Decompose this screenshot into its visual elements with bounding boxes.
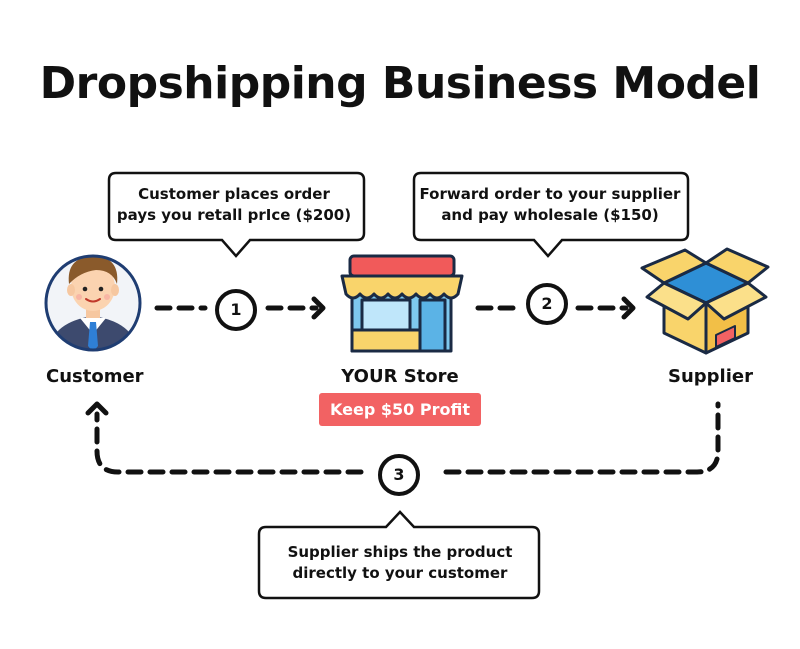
step-3-circle xyxy=(378,454,420,496)
connector-lines xyxy=(94,305,721,475)
step-2-number: 2 xyxy=(541,294,553,313)
customer-label: Customer xyxy=(46,366,144,387)
step-1-line-1: Customer places order xyxy=(138,185,330,203)
step-2-bubble-text: Forward order to your supplier and pay w… xyxy=(414,184,686,226)
store-label: YOUR Store xyxy=(341,366,459,387)
bubble-step-1-shape xyxy=(107,171,366,258)
step-1-circle xyxy=(215,289,257,331)
customer-avatar-icon xyxy=(44,254,142,352)
step-3-line-2: directly to your customer xyxy=(292,564,508,582)
arrowheads xyxy=(85,296,636,416)
storefront-icon xyxy=(340,254,464,353)
step-2-circle xyxy=(526,283,568,325)
supplier-label: Supplier xyxy=(668,366,753,387)
step-2-line-1: Forward order to your supplier xyxy=(419,185,681,203)
step-1-line-2: pays you retall prIce ($200) xyxy=(116,206,352,224)
step-1-number: 1 xyxy=(230,300,242,319)
page-title: Dropshipping Business Model xyxy=(39,58,761,109)
bubble-step-2-shape xyxy=(412,171,690,258)
step-2-line-2: and pay wholesale ($150) xyxy=(441,206,659,224)
step-3-bubble-text: Supplier ships the product directly to y… xyxy=(260,542,540,584)
bubble-step-3-shape xyxy=(257,510,541,600)
open-box-icon xyxy=(640,247,770,355)
step-1-bubble-text: Customer places order pays you retall pr… xyxy=(110,184,358,226)
step-3-number: 3 xyxy=(393,465,405,484)
profit-badge: Keep $50 Profit xyxy=(319,393,481,426)
step-3-line-1: Supplier ships the product xyxy=(287,543,513,561)
